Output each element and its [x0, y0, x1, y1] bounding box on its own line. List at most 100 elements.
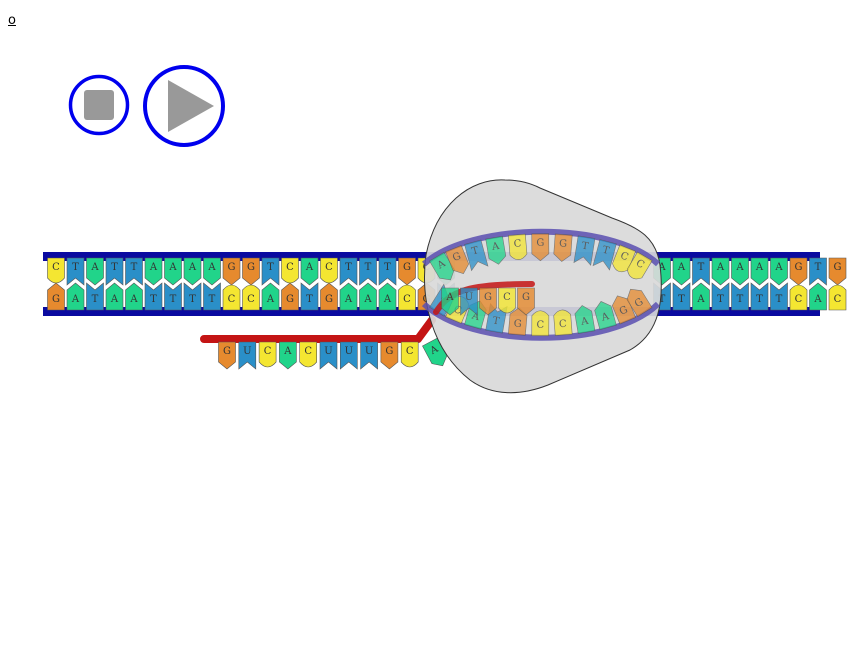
- dna-top-base: C: [281, 257, 299, 284]
- svg-text:T: T: [170, 294, 177, 305]
- svg-text:G: G: [559, 238, 568, 250]
- dna-top-base: A: [164, 257, 182, 286]
- dna-bottom-base: G: [281, 282, 299, 311]
- dna-top-base: A: [86, 257, 104, 286]
- svg-text:U: U: [243, 346, 251, 357]
- bubble-template-base: A: [485, 235, 507, 265]
- dna-bottom-base: G: [47, 282, 65, 311]
- dna-top-base: G: [398, 257, 416, 286]
- corner-link[interactable]: o: [8, 13, 16, 28]
- svg-text:T: T: [471, 245, 481, 257]
- svg-text:T: T: [698, 262, 705, 273]
- bubble-template-base: A: [429, 251, 455, 281]
- svg-text:C: C: [834, 294, 842, 305]
- svg-text:G: G: [618, 304, 630, 317]
- dna-bottom-base: A: [66, 282, 85, 311]
- svg-text:G: G: [484, 292, 492, 303]
- svg-text:T: T: [776, 294, 783, 305]
- bubble-template-base: C: [508, 233, 528, 260]
- dna-top-base: A: [711, 257, 730, 286]
- dna-top-base: T: [339, 257, 358, 286]
- bubble-rna-base: G: [517, 287, 535, 316]
- rna-base: C: [400, 341, 419, 368]
- svg-text:A: A: [657, 262, 666, 273]
- dna-top-base: A: [300, 257, 319, 286]
- svg-text:G: G: [325, 294, 333, 305]
- svg-text:A: A: [344, 294, 353, 305]
- rna-base: G: [218, 341, 236, 370]
- svg-text:G: G: [451, 251, 463, 264]
- svg-text:U: U: [345, 346, 353, 357]
- svg-text:A: A: [696, 294, 705, 305]
- svg-text:C: C: [406, 346, 414, 357]
- svg-text:A: A: [110, 294, 119, 305]
- svg-text:U: U: [465, 292, 473, 303]
- dna-top-base: T: [692, 257, 710, 286]
- dna-top-base: C: [320, 257, 338, 284]
- svg-text:C: C: [559, 319, 568, 331]
- dna-top-base: A: [183, 257, 202, 286]
- svg-text:G: G: [385, 346, 393, 357]
- svg-text:A: A: [735, 262, 744, 273]
- dna-top-base: T: [105, 257, 124, 286]
- rna-base: A: [279, 341, 297, 370]
- svg-text:C: C: [286, 262, 294, 273]
- svg-text:G: G: [522, 292, 530, 303]
- rna-polymerase: [424, 179, 662, 394]
- svg-text:C: C: [452, 304, 464, 317]
- svg-text:A: A: [755, 262, 764, 273]
- svg-text:T: T: [72, 262, 79, 273]
- svg-text:T: T: [267, 262, 274, 273]
- svg-text:C: C: [228, 294, 236, 305]
- svg-text:G: G: [834, 262, 842, 273]
- svg-text:A: A: [71, 294, 80, 305]
- svg-text:A: A: [383, 294, 392, 305]
- bubble-coding-base: C: [531, 310, 550, 337]
- svg-text:T: T: [92, 294, 99, 305]
- svg-text:U: U: [324, 346, 332, 357]
- svg-text:A: A: [168, 262, 177, 273]
- svg-text:T: T: [365, 262, 372, 273]
- bubble-rna-base: U: [460, 287, 478, 316]
- svg-text:T: T: [659, 294, 666, 305]
- dna-top-base: T: [66, 257, 85, 286]
- svg-text:T: T: [492, 315, 501, 327]
- dna-top-base: A: [731, 257, 749, 286]
- svg-text:T: T: [384, 262, 391, 273]
- dna-top-base: T: [809, 257, 827, 286]
- bubble-coding-base: A: [594, 301, 617, 331]
- svg-text:A: A: [716, 262, 725, 273]
- svg-text:C: C: [403, 294, 411, 305]
- svg-text:T: T: [150, 294, 157, 305]
- dna-top-base: C: [47, 257, 65, 284]
- play-button[interactable]: [142, 64, 226, 148]
- dna-bottom-base: C: [789, 284, 808, 311]
- dna-top-base: T: [359, 257, 377, 286]
- dna-bottom-base: T: [164, 282, 182, 311]
- svg-text:A: A: [813, 294, 822, 305]
- svg-text:G: G: [795, 262, 803, 273]
- dna-top-base: G: [222, 257, 241, 286]
- svg-text:A: A: [445, 292, 454, 303]
- bubble-template-base: C: [626, 251, 653, 280]
- svg-text:C: C: [536, 320, 544, 331]
- dna-bottom-base: G: [320, 282, 338, 311]
- dna-bottom-base: T: [86, 282, 104, 311]
- svg-text:T: T: [581, 241, 590, 253]
- svg-text:A: A: [266, 294, 275, 305]
- dna-bottom-base: A: [339, 282, 358, 311]
- dna-bottom-base: T: [711, 282, 730, 311]
- bubble-template-base: T: [592, 239, 617, 271]
- dna-bottom-base: T: [183, 282, 202, 311]
- dna-bottom-base: C: [242, 284, 260, 311]
- dna-top-base: T: [378, 257, 397, 286]
- rna-base: G: [380, 341, 399, 370]
- dna-top-base: G: [828, 257, 847, 286]
- dna-bottom-base: T: [300, 282, 319, 311]
- stop-button[interactable]: [68, 74, 130, 136]
- play-icon: [168, 80, 214, 132]
- svg-text:T: T: [345, 262, 352, 273]
- dna-top-base: A: [770, 257, 788, 286]
- svg-text:A: A: [149, 262, 158, 273]
- dna-top-base: A: [203, 257, 221, 286]
